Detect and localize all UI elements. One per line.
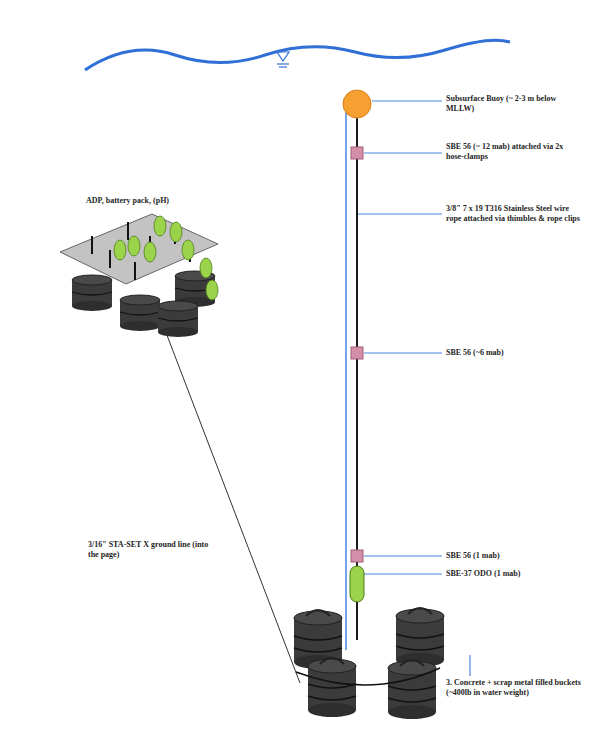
instrument-label: SBE 56 (1 mab) xyxy=(446,551,576,561)
frame-label: ADP, battery pack, (pH) xyxy=(86,196,216,206)
buoy-label: Subsurface Buoy (~ 2-3 m below MLLW) xyxy=(446,94,586,114)
instrument-label: SBE-37 ODO (1 mab) xyxy=(446,569,576,579)
wire-rope-label: 3/8" 7 x 19 T316 Stainless Steel wire ro… xyxy=(446,204,586,224)
ground-line-label: 3/16" STA-SET X ground line (into the pa… xyxy=(88,540,218,560)
instrument-label: SBE 56 (~ 12 mab) attached via 2x hose-c… xyxy=(446,142,576,162)
instrument-label: SBE 56 (~6 mab) xyxy=(446,348,576,358)
anchor-label: 3. Concrete + scrap metal filled buckets… xyxy=(446,678,586,698)
